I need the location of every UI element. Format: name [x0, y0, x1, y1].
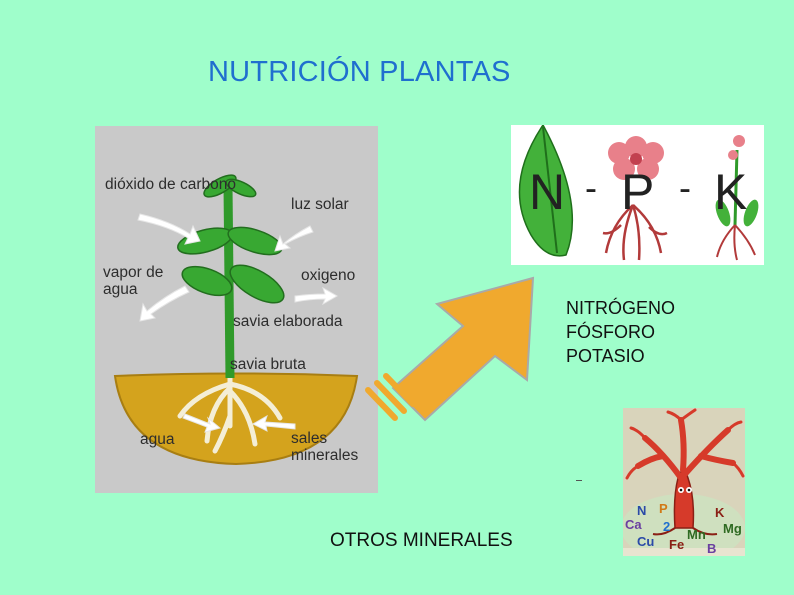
letter-k: K: [714, 164, 748, 220]
symbol-b: B: [707, 541, 717, 556]
symbol-mg: Mg: [723, 521, 742, 536]
tree-illustration: [623, 408, 745, 556]
letter-n: N: [529, 164, 566, 220]
plant-nutrition-diagram: dióxido de carbono luz solar vapor de ag…: [95, 126, 378, 493]
symbol-n: N: [637, 503, 647, 518]
plant-illustration: [113, 174, 359, 466]
small-dash: [576, 480, 582, 481]
letter-p: P: [621, 164, 655, 220]
roots: [177, 373, 283, 454]
nutrient-nitrogeno: NITRÓGENO: [566, 298, 676, 318]
symbol-k: K: [715, 505, 725, 520]
npk-graphic: N - P - K: [511, 125, 764, 265]
label-savia-bruta: savia bruta: [230, 356, 306, 373]
npk-illustration: [518, 125, 759, 261]
label-dioxido-carbono: dióxido de carbono: [105, 176, 236, 193]
mineral-tree-image: N P K Ca 2 Mn Mg Cu Fe B: [623, 408, 745, 556]
leaf-icon: [518, 125, 574, 257]
process-arrows: [137, 213, 339, 433]
symbol-2: 2: [663, 519, 671, 534]
orange-arrow-icon: [365, 276, 535, 422]
dash-2: -: [679, 167, 691, 208]
label-sales-minerales: sales minerales: [291, 430, 359, 464]
flower-icon: [608, 136, 664, 180]
leaves: [177, 174, 285, 304]
symbol-fe: Fe: [669, 537, 685, 552]
label-savia-elaborada: savia elaborada: [233, 313, 343, 330]
nutrient-potasio: POTASIO: [566, 346, 645, 366]
roots-icon: [602, 204, 668, 261]
nutrient-fosforo: FÓSFORO: [566, 322, 655, 342]
symbol-ca: Ca: [625, 517, 642, 532]
page-title: NUTRICIÓN PLANTAS: [208, 56, 511, 88]
symbol-cu: Cu: [637, 534, 655, 549]
symbol-p: P: [659, 501, 668, 516]
dash-1: -: [585, 167, 597, 208]
symbol-mn: Mn: [687, 527, 706, 542]
nutrient-list: NITRÓGENO FÓSFORO POTASIO: [566, 296, 675, 368]
label-vapor-agua: vapor de agua: [103, 264, 164, 298]
label-luz-solar: luz solar: [291, 196, 349, 213]
other-minerals-label: OTROS MINERALES: [330, 530, 513, 551]
label-oxigeno: oxigeno: [301, 267, 356, 284]
label-agua: agua: [140, 431, 175, 448]
small-plant-icon: [715, 135, 759, 227]
